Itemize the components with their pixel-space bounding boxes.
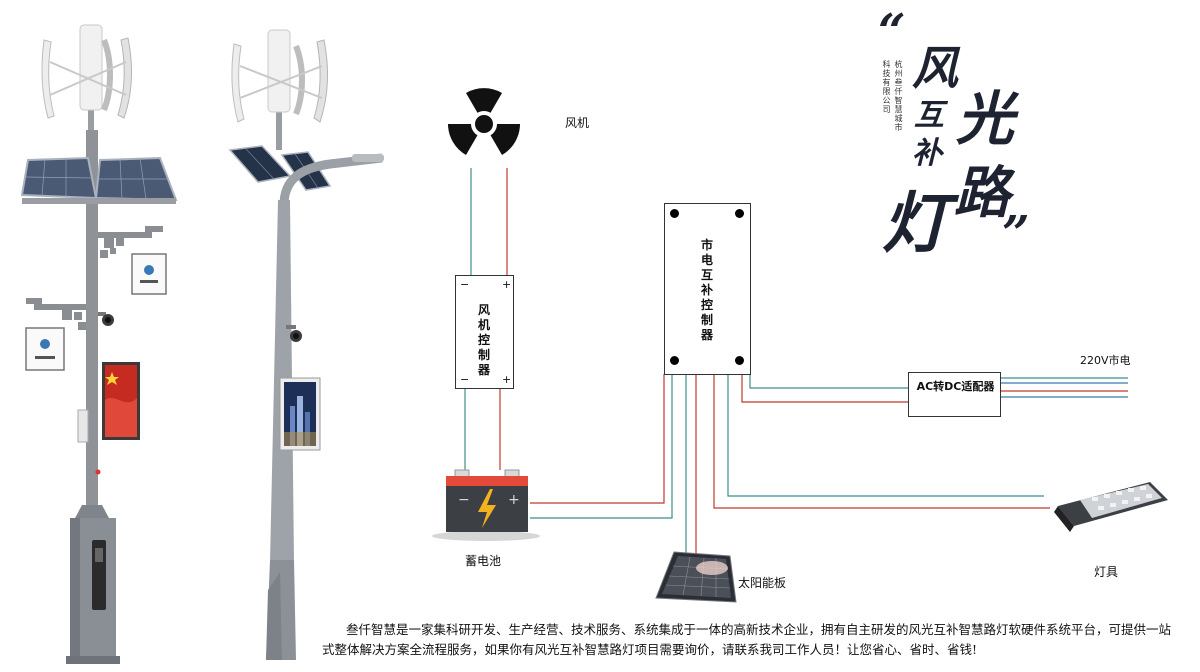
- pole1-base-cabinet: [66, 505, 120, 664]
- wiring: [464, 168, 1128, 556]
- wind-controller-plus-bottom: +: [502, 373, 512, 386]
- adapter-label: AC转DC适配器: [916, 380, 995, 393]
- pole2-wind-turbine: [231, 29, 328, 150]
- smart-pole-right: [228, 29, 384, 660]
- wind-controller-plus: +: [502, 278, 512, 291]
- city-controller-box: 市电互补控制器: [664, 203, 751, 375]
- pole2-camera: [286, 325, 302, 342]
- title-block: “ 杭州叁仟智慧城市 科技有限公司 风 光 互 补 路 灯 ”: [870, 4, 1040, 262]
- wind-turbine-label: 风机: [565, 116, 590, 130]
- pole1-decorative-arms: [26, 226, 163, 330]
- solar-panel-icon: [655, 551, 737, 603]
- pole1-wind-turbine: [41, 24, 132, 150]
- pole1-lanterns: [25, 253, 167, 371]
- lamp-label: 灯具: [1094, 565, 1119, 579]
- title-char-guang: 光: [956, 85, 1015, 153]
- title-char-feng: 风: [912, 41, 958, 95]
- battery-icon: − +: [432, 469, 540, 541]
- pole1-camera: [98, 312, 114, 326]
- wire-cc-adapter-a: [741, 374, 909, 403]
- svg-text:+: +: [508, 492, 520, 508]
- turbine-symbol-icon: [448, 88, 520, 155]
- wind-controller-label: 风机控制器: [477, 303, 490, 377]
- title-char-deng: 灯: [882, 184, 948, 262]
- smart-pole-left: [20, 24, 178, 664]
- wind-controller-box: − + − + 风机控制器: [455, 275, 514, 389]
- wire-cc-adapter-b: [749, 374, 909, 389]
- wire-battery-cc-pos: [530, 374, 665, 504]
- title-char-bu: 补: [912, 136, 942, 171]
- wire-cc-lamp-b: [727, 374, 1044, 497]
- city-controller-label: 市电互补控制器: [700, 238, 713, 342]
- wire-cc-lamp-a: [713, 374, 1050, 509]
- title-company-col1: 杭州叁仟智慧城市: [894, 60, 903, 132]
- title-char-lu: 路: [954, 160, 1010, 226]
- svg-text:−: −: [458, 492, 470, 508]
- title-open-quote: “: [878, 4, 906, 60]
- pole2-led-screen: [279, 377, 321, 451]
- wind-controller-minus: −: [460, 278, 470, 291]
- pole1-solar-panels: [20, 156, 178, 204]
- mains-label: 220V市电: [1080, 354, 1131, 367]
- battery-label: 蓄电池: [465, 554, 502, 568]
- solar-panel-label: 太阳能板: [738, 576, 787, 590]
- pole1-led-screen: [102, 362, 140, 440]
- lamp-fixture-icon: [1054, 482, 1168, 532]
- title-char-hu: 互: [914, 98, 944, 133]
- wind-controller-minus-bottom: −: [460, 373, 470, 386]
- title-company-col2: 科技有限公司: [882, 60, 891, 114]
- company-description: 叁仟智慧是一家集科研开发、生产经营、技术服务、系统集成于一体的高新技术企业，拥有…: [322, 622, 1172, 657]
- title-close-quote: ”: [1002, 206, 1030, 262]
- adapter-box: AC转DC适配器: [908, 372, 1001, 417]
- wire-battery-cc-neg: [530, 374, 673, 519]
